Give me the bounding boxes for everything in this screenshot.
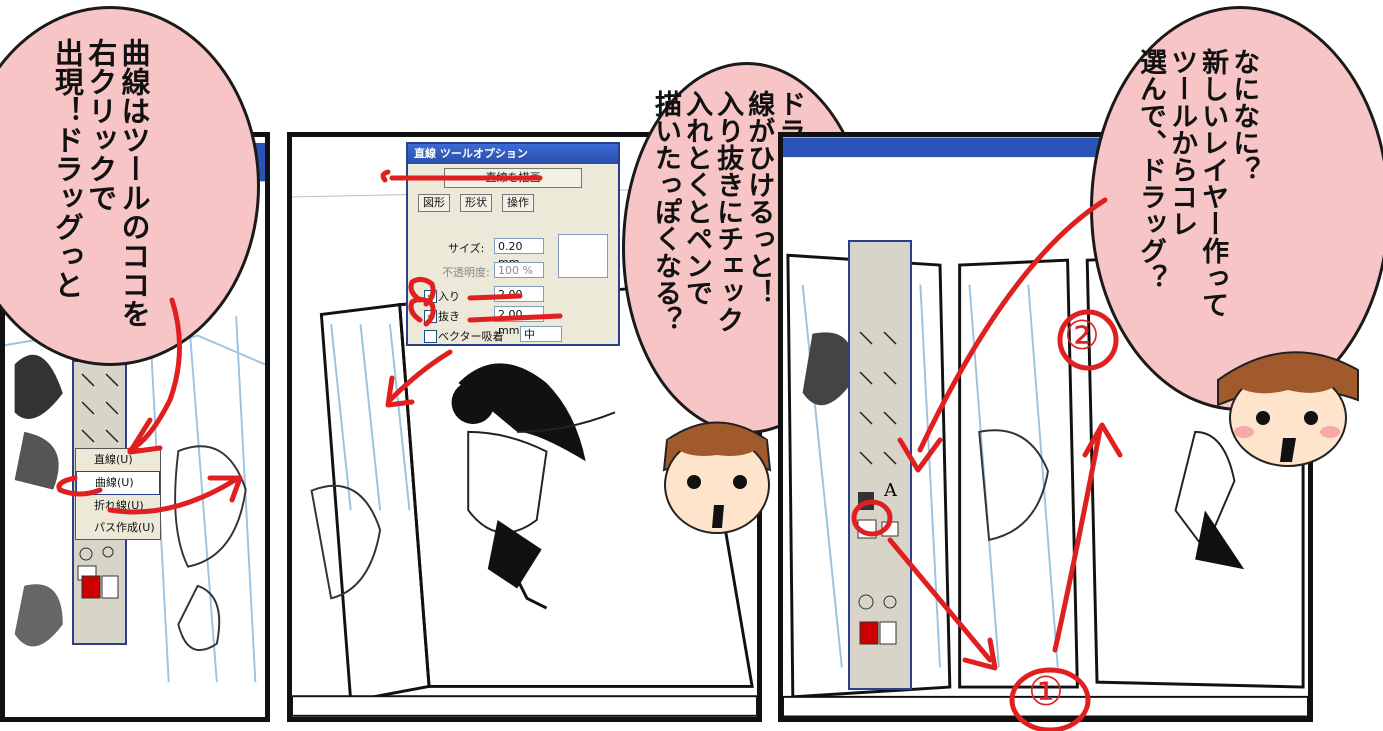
- opacity-label: 不透明度:: [442, 266, 490, 279]
- panel-middle-artwork: [292, 186, 757, 717]
- bubble-middle-line-5: 描いたっぽくなる？: [650, 90, 682, 333]
- flyout-item-path[interactable]: パス作成(U): [94, 521, 155, 534]
- bubble-left-line-1: 曲線はツールのココを: [117, 38, 152, 328]
- flyout-item-line[interactable]: 直線(U): [94, 453, 133, 466]
- dialog-title: 直線 ツールオプション: [408, 144, 618, 164]
- bubble-left-line-3: 出現！ドラッグっと: [50, 38, 85, 299]
- bubble-right-text: なになに？ 新しいレイヤー作って ツールからコレ 選んで、ドラッグ？: [1135, 48, 1259, 318]
- tab-shape[interactable]: 図形: [418, 194, 450, 212]
- size-label: サイズ:: [448, 242, 485, 255]
- bubble-right-line-1: なになに？: [1228, 48, 1260, 183]
- marker-one: ①: [1028, 669, 1064, 715]
- bubble-middle-line-3: 入り抜きにチェック: [712, 90, 744, 333]
- bubble-right-line-2: 新しいレイヤー作って: [1197, 48, 1229, 318]
- in-label: 入り: [438, 290, 460, 303]
- bubble-right-line-4: 選んで、ドラッグ？: [1135, 48, 1167, 291]
- bubble-left-line-2: 右クリックで: [83, 38, 118, 212]
- tab-operation[interactable]: 操作: [502, 194, 534, 212]
- speech-bubble-right: [1090, 6, 1383, 411]
- bubble-middle-line-2: 線がひけるっと！: [743, 90, 775, 306]
- vector-select[interactable]: 中: [520, 326, 562, 342]
- chibi-girl-middle: [662, 421, 772, 534]
- vector-label: ベクター吸着: [438, 330, 504, 343]
- tool-palette-right[interactable]: A: [848, 240, 912, 690]
- bubble-left-text: 曲線はツールのココを 右クリックで 出現！ドラッグっと: [50, 38, 152, 328]
- vector-checkbox[interactable]: [424, 330, 437, 343]
- bubble-right-line-3: ツールからコレ: [1166, 48, 1198, 237]
- text-tool-icon[interactable]: A: [884, 480, 897, 501]
- speech-bubble-left: [0, 6, 260, 366]
- bubble-middle-line-4: 入れとくとペンで: [681, 90, 713, 306]
- brush-preview: [558, 234, 608, 278]
- tab-form[interactable]: 形状: [460, 194, 492, 212]
- curve-tool-flyout[interactable]: 直線(U) 曲線(U) 折れ線(U) パス作成(U): [75, 448, 161, 540]
- flyout-item-curve[interactable]: 曲線(U): [76, 471, 160, 495]
- tool-icons: [77, 373, 119, 599]
- marker-two: ②: [1064, 313, 1100, 359]
- opacity-field[interactable]: 100 %: [494, 262, 544, 278]
- flyout-item-polyline[interactable]: 折れ線(U): [94, 499, 144, 512]
- out-label: 抜き: [438, 310, 460, 323]
- chibi-girl-right: [1217, 351, 1359, 467]
